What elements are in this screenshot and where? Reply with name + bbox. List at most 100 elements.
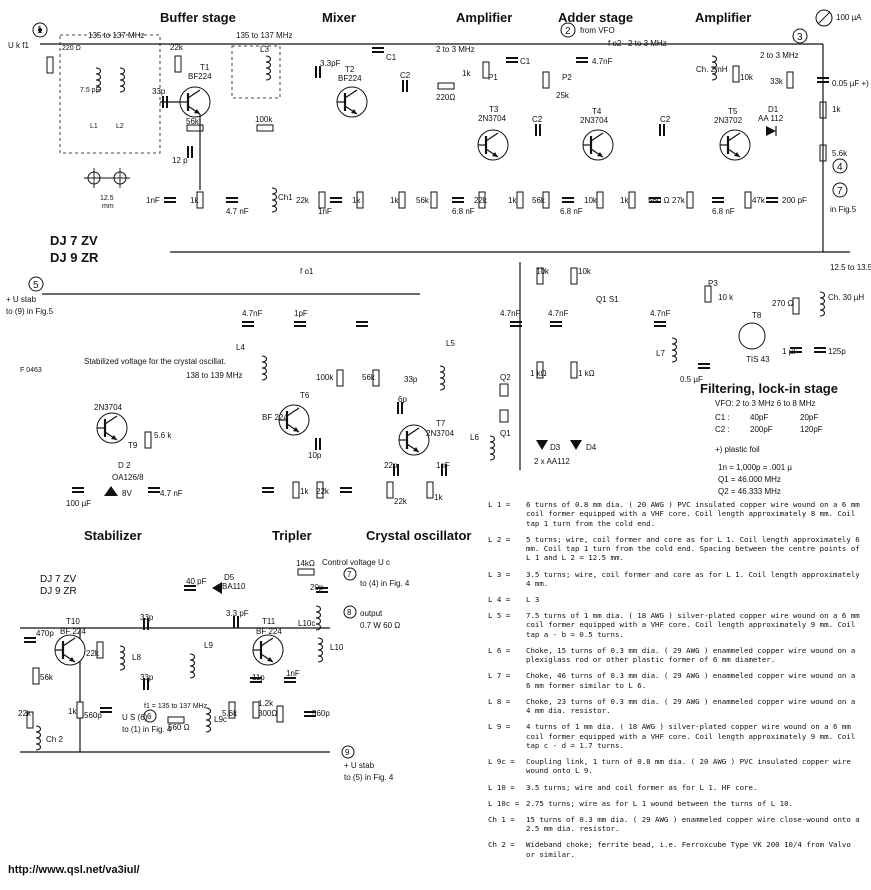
label2-c560p-2: 560p (312, 709, 330, 718)
note-key: L 10c = (488, 798, 520, 808)
note-text: 3.5 turns; wire, coil former and core as… (526, 569, 860, 588)
label-C2-t5: C2 (660, 115, 671, 124)
label-r1k-p1: 1k (462, 69, 471, 78)
note-text: Choke, 15 turns of 0.3 mm dia. ( 29 AWG … (526, 645, 856, 665)
vfo-row1-name: C1 : (715, 413, 730, 422)
designator-2: DJ 9 ZR (50, 250, 99, 265)
label2-control: Control voltage U c (322, 558, 390, 567)
label-from-vfo: from VFO (580, 26, 615, 35)
label-r22k-xo2: 22k (394, 497, 408, 506)
label-c1nF-mix: 1nF (318, 207, 332, 216)
note-text: 6 turns of 0.8 mm dia. ( 20 AWG ) PVC in… (526, 500, 860, 528)
note-text: 3.5 turns; wire and coil former as for L… (526, 782, 758, 792)
label-to9: to (9) in Fig.5 (6, 307, 54, 316)
label-T2: T2 (345, 65, 355, 74)
label-c47nF-s2: 4.7nF (548, 309, 569, 318)
label-r56k-buf: 56k (186, 117, 200, 126)
label2-r1k2: 1.2k (258, 699, 274, 708)
label-C2-add: C2 (532, 115, 543, 124)
source-url-link[interactable]: http://www.qsl.net/va3iul/ (8, 864, 140, 876)
label-meter: 100 µA (836, 13, 862, 22)
note-text: 4 turns of 1 mm dia. ( 18 AWG ) silver-p… (526, 722, 856, 750)
label-c47nF-stab: 4.7 nF (160, 489, 183, 498)
label-c125p: 125p (828, 347, 846, 356)
label2-out-pw: 0.7 W 60 Ω (360, 621, 400, 630)
label-c1nF-xo: 1nF (436, 461, 450, 470)
label-T4-type: 2N3704 (580, 116, 609, 125)
stage-title-buffer: Buffer stage (160, 10, 236, 25)
note-row: L 2 =5 turns; wire, coil former and core… (488, 535, 864, 563)
label-c47nF-buf: 4.7 nF (226, 207, 249, 216)
label-in-fig5: in Fig.5 (830, 205, 857, 214)
label-T3-type: 2N3704 (478, 114, 507, 123)
label2-L8: L8 (132, 653, 141, 662)
label-c6p: 6p (398, 395, 407, 404)
label-P3: P3 (708, 279, 718, 288)
label-P1: P1 (488, 73, 498, 82)
label-supply: 12.5 to 13.5 V (830, 263, 871, 272)
label2-to4: to (4) in Fig. 4 (360, 579, 410, 588)
label2-c1nF: 1nF (286, 669, 300, 678)
stage-title-mixer: Mixer (322, 10, 356, 25)
label-r1k-tr: 1k (300, 487, 309, 496)
note-key: L 7 = (488, 671, 511, 681)
label-T5-type: 2N3702 (714, 116, 743, 125)
label-freq2: 135 to 137 MHz (236, 31, 292, 40)
label-r10k-a: 10k (536, 267, 550, 276)
label-T8-type: TIS 43 (746, 355, 770, 364)
label2-T10-type: BF 224 (60, 627, 86, 636)
svg-text:7: 7 (347, 570, 352, 579)
note-row: Ch 1 =15 turns of 0.3 mm dia. ( 29 AWG )… (488, 815, 864, 834)
label-T5: T5 (728, 107, 738, 116)
note-row: L 10c =2.75 turns; wire as for L 1 wound… (488, 799, 864, 808)
label-ch30: Ch. 30 µH (828, 293, 864, 302)
note-key: L 3 = (488, 569, 511, 579)
label2-L10: L10 (330, 643, 344, 652)
note-key: L 5 = (488, 611, 511, 621)
designator2-1: DJ 7 ZV (40, 574, 76, 585)
component-notes: L 1 =6 turns of 0.8 mm dia. ( 20 AWG ) P… (488, 500, 864, 866)
label-Ch1: Ch1 (278, 193, 293, 202)
label2-ustab: + U stab (344, 761, 375, 770)
label-c12p: 12 p (172, 156, 188, 165)
vfo-q2: Q2 = 46.333 MHz (718, 487, 781, 496)
svg-text:1: 1 (37, 25, 43, 36)
label-r25k: 25k (556, 91, 570, 100)
label-D3: D3 (550, 443, 561, 452)
label-D2: D 2 (118, 461, 131, 470)
label-S1: Q1 S1 (596, 295, 619, 304)
label-r10k-b: 10k (578, 267, 592, 276)
label-Ch-2mH: Ch. 2mH (696, 65, 728, 74)
label2-c470p: 470p (36, 629, 54, 638)
note-row: L 7 =Choke, 46 turns of 0.3 mm dia. ( 29… (488, 671, 864, 690)
note-text: 15 turns of 0.3 mm dia. ( 29 AWG ) enamm… (526, 814, 860, 834)
label-L3: L3 (260, 45, 269, 54)
note-text: Coupling link, 1 turn of 0.8 mm dia. ( 2… (526, 757, 851, 776)
label-r560-add: 560 Ω (648, 196, 670, 205)
label-c47nF-s1: 4.7nF (500, 309, 521, 318)
note-text: 5 turns; wire, coil former and core as f… (526, 534, 860, 563)
label-r1k-xo: 1k (434, 493, 443, 502)
designator2-2: DJ 9 ZR (40, 586, 77, 597)
stage-title-stabilizer: Stabilizer (84, 528, 142, 543)
label2-ch2: Ch 2 (46, 735, 63, 744)
label-c10p: 10p (308, 451, 322, 460)
label-r1k0-b: 1 kΩ (578, 369, 595, 378)
label-r27k: 27k (672, 196, 686, 205)
label-T4: T4 (592, 107, 602, 116)
label-T2-type: BF224 (338, 74, 362, 83)
label-r56k-amp: 56k (416, 196, 430, 205)
svg-text:2: 2 (565, 26, 571, 37)
label-r220: 220 Ω (62, 45, 81, 52)
label2-c33pF: 3.3 pF (226, 609, 249, 618)
label-T9: T9 (128, 441, 138, 450)
note-key: L 9 = (488, 722, 511, 732)
input-label-uk: U k f1 (8, 41, 29, 50)
label-r47k: 47k (752, 196, 766, 205)
label-D1: D1 (768, 105, 779, 114)
label-c68nF-t5: 6.8 nF (712, 207, 735, 216)
label-tick: F 0463 (20, 367, 42, 374)
vfo-row2-name: C2 : (715, 425, 730, 434)
label2-c40pF: 40 pF (186, 577, 207, 586)
label-r5k6: 5.6k (832, 149, 848, 158)
